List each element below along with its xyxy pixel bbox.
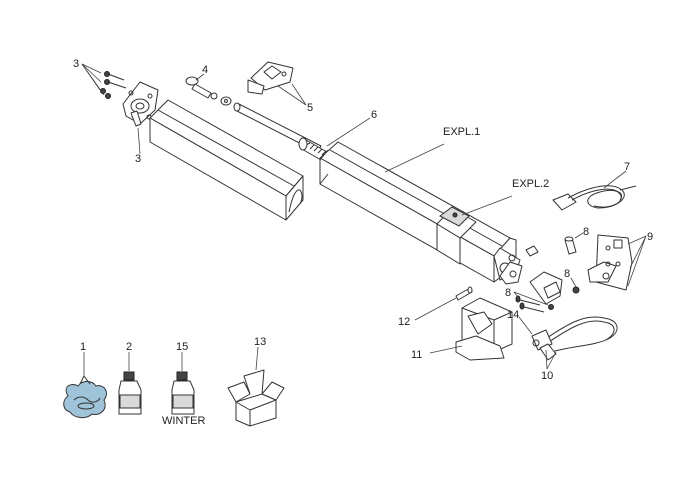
- label-2: 2: [126, 341, 132, 353]
- winter-oil-bottle: [171, 352, 195, 415]
- pin: [525, 232, 584, 257]
- label-8-middle: 8: [564, 268, 570, 280]
- label-4: 4: [202, 64, 208, 76]
- oil-bottle: [118, 352, 142, 415]
- label-8-left: 8: [505, 287, 511, 299]
- label-12: 12: [398, 316, 410, 328]
- nut: [105, 93, 111, 99]
- screw: [515, 295, 541, 306]
- front-attachment: [185, 73, 232, 106]
- label-9: 9: [647, 231, 653, 243]
- motor-body: [319, 141, 523, 285]
- post-bracket: [429, 297, 513, 361]
- encoder-cable: [518, 316, 618, 370]
- label-1: 1: [80, 341, 86, 353]
- pin: [414, 286, 473, 321]
- label-3-bottom: 3: [135, 153, 141, 165]
- label-expl2: EXPL.2: [512, 178, 549, 190]
- outer-casing: [149, 99, 304, 221]
- front-bracket: [247, 61, 307, 106]
- label-15: 15: [176, 341, 188, 353]
- label-5: 5: [307, 102, 313, 114]
- label-14: 14: [507, 309, 519, 321]
- gate-bracket: [587, 234, 647, 291]
- screw: [519, 302, 545, 313]
- label-expl1: EXPL.1: [443, 126, 480, 138]
- packaging-box: [227, 346, 285, 427]
- label-winter: WINTER: [162, 415, 205, 427]
- screw: [104, 71, 125, 81]
- label-10: 10: [541, 370, 553, 382]
- accessory-bag: [63, 352, 107, 419]
- screw: [104, 79, 127, 89]
- label-13: 13: [254, 336, 266, 348]
- label-6: 6: [371, 109, 377, 121]
- hinge-block: [513, 271, 580, 313]
- label-3-top: 3: [73, 58, 79, 70]
- label-11: 11: [411, 349, 422, 361]
- label-7: 7: [624, 161, 630, 173]
- label-8-top: 8: [583, 226, 589, 238]
- rear-bracket-assembly: [81, 63, 159, 155]
- cable-assembly: [552, 170, 637, 211]
